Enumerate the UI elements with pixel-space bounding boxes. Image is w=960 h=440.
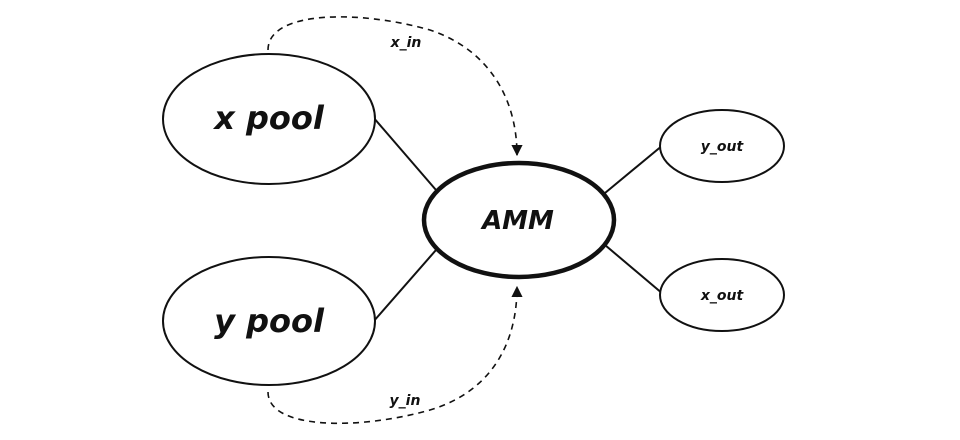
x-out-label: x_out xyxy=(700,288,745,304)
x-pool-label: x pool xyxy=(212,99,325,137)
node-y-pool: y pool xyxy=(162,256,376,386)
edge-y-pool-amm xyxy=(372,249,437,323)
flow-y-in-arrow xyxy=(267,285,523,425)
edge-x-pool-amm xyxy=(372,116,437,191)
flow-y-in-label: y_in xyxy=(390,393,421,409)
edge-amm-x-out xyxy=(604,244,664,295)
flow-x-in-label: x_in xyxy=(390,35,422,51)
x-pool-ellipse xyxy=(162,53,376,185)
node-x-pool: x pool xyxy=(162,53,376,185)
x-out-ellipse xyxy=(659,258,785,332)
edge-amm-y-out xyxy=(604,144,664,194)
y-out-label: y_out xyxy=(701,139,745,155)
y-pool-ellipse xyxy=(162,256,376,386)
y-out-ellipse xyxy=(659,109,785,183)
flow-x-in-arrow xyxy=(267,16,523,157)
node-amm: AMM xyxy=(421,160,617,280)
node-y-out: y_out xyxy=(659,109,785,183)
amm-ellipse xyxy=(421,160,617,280)
node-x-out: x_out xyxy=(659,258,785,332)
y-pool-label: y pool xyxy=(214,302,325,340)
amm-label: AMM xyxy=(480,206,554,236)
